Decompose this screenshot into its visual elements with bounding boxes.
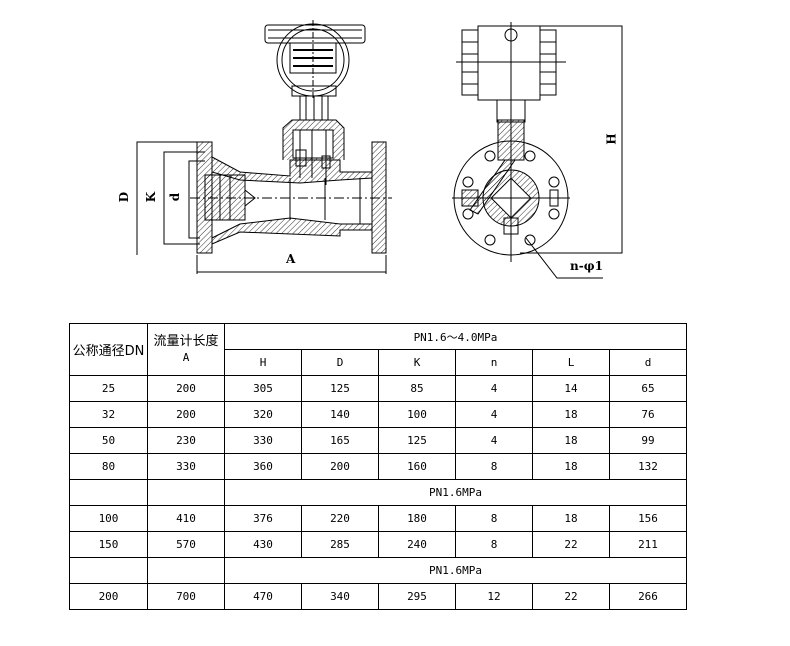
table-cell: 570 [147, 531, 225, 558]
dim-label-holes: n-φ1 [570, 259, 603, 273]
dim-label-D: D [117, 191, 132, 203]
table-cell: 22 [532, 531, 610, 558]
table-cell: 18 [532, 427, 610, 454]
header-col: L [532, 349, 610, 376]
table-cell: 8 [455, 505, 533, 532]
table-cell: 132 [609, 453, 687, 480]
header-col: D [301, 349, 379, 376]
table-cell: 80 [69, 453, 148, 480]
table-cell: 125 [378, 427, 456, 454]
table-cell: 76 [609, 401, 687, 428]
table-cell: 220 [301, 505, 379, 532]
table-cell: 50 [69, 427, 148, 454]
group-header-row: PN1.6MPa [69, 557, 687, 584]
table-cell: 200 [147, 375, 225, 402]
table-cell: 165 [301, 427, 379, 454]
dim-label-H: H [604, 133, 619, 145]
table-cell: 140 [301, 401, 379, 428]
table-cell: 65 [609, 375, 687, 402]
table-cell: 200 [301, 453, 379, 480]
group-header-row: PN1.6MPa [69, 479, 687, 506]
table-cell: 430 [224, 531, 302, 558]
group-3-label: PN1.6MPa [224, 557, 687, 584]
table-cell: 200 [69, 583, 148, 610]
table-cell: 150 [69, 531, 148, 558]
table-cell: 360 [224, 453, 302, 480]
table-cell: 200 [147, 401, 225, 428]
empty-cell [147, 479, 225, 506]
empty-cell [69, 557, 148, 584]
table-cell: 8 [455, 531, 533, 558]
header-pressure-group: PN1.6～4.0MPa [224, 323, 687, 350]
table-cell: 320 [224, 401, 302, 428]
header-col: d [609, 349, 687, 376]
header-col: n [455, 349, 533, 376]
table-cell: 25 [69, 375, 148, 402]
flowmeter-drawing [136, 20, 623, 279]
header-length-title: 流量计长度 [153, 333, 219, 349]
dim-label-d: d [168, 192, 183, 202]
table-cell: 285 [301, 531, 379, 558]
dim-label-K: K [144, 191, 159, 203]
table-cell: 330 [224, 427, 302, 454]
table-cell: 4 [455, 375, 533, 402]
table-cell: 100 [69, 505, 148, 532]
table-cell: 211 [609, 531, 687, 558]
table-cell: 18 [532, 453, 610, 480]
table-cell: 22 [532, 583, 610, 610]
table-cell: 12 [455, 583, 533, 610]
table-cell: 410 [147, 505, 225, 532]
table-cell: 18 [532, 401, 610, 428]
table-cell: 160 [378, 453, 456, 480]
empty-cell [147, 557, 225, 584]
table-cell: 18 [532, 505, 610, 532]
group-2-label: PN1.6MPa [224, 479, 687, 506]
table-cell: 295 [378, 583, 456, 610]
table-cell: 99 [609, 427, 687, 454]
table-cell: 125 [301, 375, 379, 402]
table-subheader-row: H D K n L d [70, 349, 687, 376]
header-length-symbol: A [182, 350, 190, 364]
table-cell: 85 [378, 375, 456, 402]
table-cell: 230 [147, 427, 225, 454]
table-cell: 32 [69, 401, 148, 428]
table-cell: 4 [455, 401, 533, 428]
dim-label-A: A [286, 252, 296, 266]
table-cell: 240 [378, 531, 456, 558]
header-col: H [224, 349, 302, 376]
front-view [136, 20, 392, 274]
table-cell: 4 [455, 427, 533, 454]
table-cell: 330 [147, 453, 225, 480]
table-cell: 305 [224, 375, 302, 402]
table-cell: 340 [301, 583, 379, 610]
table-cell: 156 [609, 505, 687, 532]
header-dn: 公称通径DN [69, 323, 148, 376]
table-cell: 266 [609, 583, 687, 610]
table-cell: 470 [224, 583, 302, 610]
table-cell: 8 [455, 453, 533, 480]
header-col: K [378, 349, 456, 376]
table-cell: 14 [532, 375, 610, 402]
table-cell: 700 [147, 583, 225, 610]
side-view [452, 22, 623, 279]
table-cell: 376 [224, 505, 302, 532]
table-cell: 100 [378, 401, 456, 428]
table-cell: 180 [378, 505, 456, 532]
empty-cell [69, 479, 148, 506]
